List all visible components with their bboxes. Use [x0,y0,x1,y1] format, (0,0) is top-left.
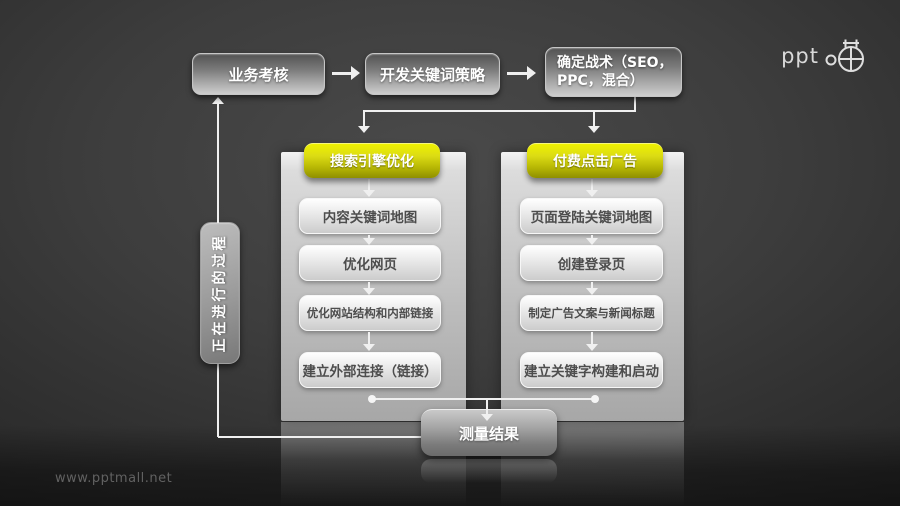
arrow-up-icon [212,97,224,223]
arrow-down-icon [363,235,375,245]
ongoing-process-box: 正在进行的过程 [200,222,240,364]
result-box-reflection [421,459,557,483]
step-item-label: 页面登陆关键词地图 [530,210,653,226]
step-item-label: 内容关键词地图 [322,210,418,226]
arrow-shaft [368,235,370,239]
arrow-down-icon [363,332,375,351]
connector-line [372,398,596,400]
arrow-head [212,97,224,104]
arrow-right-icon [507,66,536,80]
arrow-right-icon [332,66,360,80]
connector-line [218,436,422,438]
step-item-label: 优化网页 [343,257,397,273]
arrow-head [358,126,370,133]
arrow-down-icon [586,282,598,295]
arrow-shaft [486,399,488,415]
column-header-ppc: 付费点击广告 [527,143,663,178]
connector-line [634,97,636,112]
step-item: 内容关键词地图 [299,198,441,234]
ongoing-process-label: 正在进行的过程 [212,233,228,353]
flow-step-keyword-strategy: 开发关键词策略 [365,53,500,95]
flow-step-business-review: 业务考核 [192,53,325,95]
arrow-down-icon [586,332,598,351]
arrow-down-icon [586,235,598,245]
step-item: 优化网站结构和内部链接 [299,295,441,331]
step-item: 建立关键字构建和启动 [520,352,663,388]
column-header-label: 付费点击广告 [553,154,637,170]
arrow-shaft [593,111,595,127]
arrow-shaft [368,332,370,345]
connector-dot [591,395,599,403]
arrow-head [363,344,375,351]
flow-step-label: 确定战术（SEO，PPC，混合） [557,54,673,89]
arrow-down-icon [363,282,375,295]
arrow-head [363,238,375,245]
arrow-shaft [332,71,353,75]
step-item-label: 优化网站结构和内部链接 [306,306,434,320]
arrow-head [586,190,598,197]
step-item: 制定广告文案与新闻标题 [520,295,663,331]
clock-target-icon [825,39,864,72]
arrow-shaft [507,71,529,75]
arrow-down-icon [588,111,600,133]
arrow-head [481,414,493,421]
step-item: 创建登录页 [520,245,663,281]
arrow-shaft [591,282,593,289]
arrow-head [586,288,598,295]
arrow-down-icon [363,179,375,197]
arrow-shaft [591,235,593,239]
arrow-head [586,344,598,351]
arrow-head [351,66,360,80]
arrow-shaft [363,111,365,127]
arrow-shaft [591,179,593,191]
arrow-shaft [217,104,219,223]
connector-dot [368,395,376,403]
flow-step-label: 开发关键词策略 [379,65,485,84]
arrow-shaft [368,179,370,191]
arrow-down-icon [358,111,370,133]
arrow-head [363,190,375,197]
arrow-head [586,238,598,245]
arrow-head [363,288,375,295]
step-item: 优化网页 [299,245,441,281]
result-box-label: 测量结果 [458,424,519,443]
arrow-head [527,66,536,80]
arrow-shaft [368,282,370,289]
arrow-down-icon [481,399,493,421]
flow-step-label: 业务考核 [228,65,289,84]
column-header-seo: 搜索引擎优化 [304,143,440,178]
pptmall-logo: ppt [781,38,868,74]
step-item-label: 制定广告文案与新闻标题 [528,306,655,320]
step-item-label: 建立关键字构建和启动 [524,364,659,380]
arrow-down-icon [586,179,598,197]
column-header-label: 搜索引擎优化 [330,154,414,170]
connector-line [363,110,636,112]
flow-step-tactics: 确定战术（SEO，PPC，混合） [545,47,682,97]
logo-text: ppt [781,43,819,68]
step-item-label: 创建登录页 [557,257,626,273]
arrow-shaft [591,332,593,345]
step-item: 页面登陆关键词地图 [520,198,663,234]
step-item-label: 建立外部连接（链接） [302,364,438,380]
arrow-head [588,126,600,133]
connector-line [217,361,219,437]
step-item: 建立外部连接（链接） [299,352,441,388]
watermark: www.pptmall.net [55,471,173,486]
